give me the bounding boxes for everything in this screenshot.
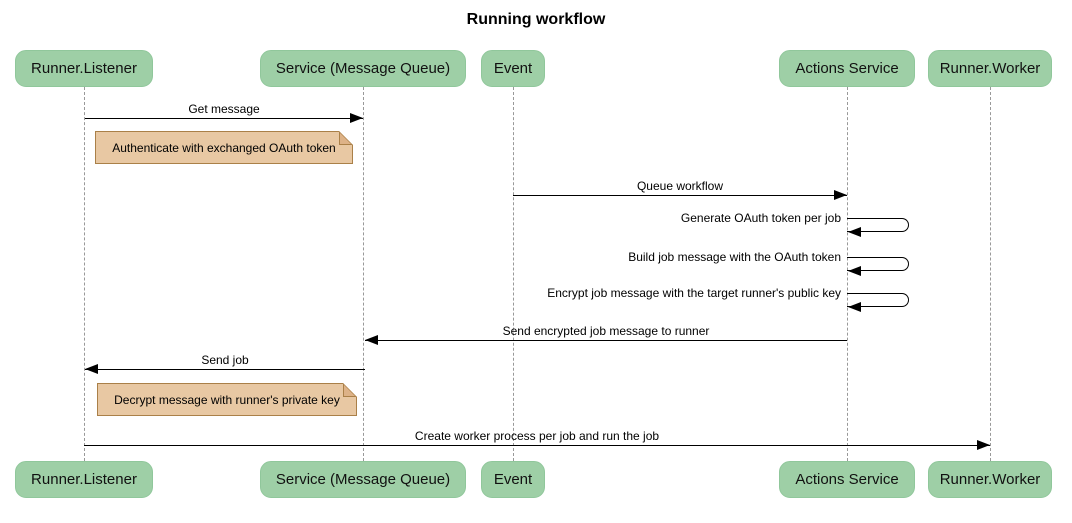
actor-bottom-event: Event bbox=[481, 461, 545, 498]
message-line-create-worker bbox=[84, 445, 990, 446]
actor-top-service-message-queue: Service (Message Queue) bbox=[260, 50, 466, 87]
lifeline-runner-listener bbox=[84, 87, 85, 461]
arrowhead-left-icon bbox=[848, 302, 861, 312]
message-line-queue-workflow bbox=[513, 195, 847, 196]
lifeline-actions-service bbox=[847, 87, 848, 461]
message-line-send-job bbox=[85, 369, 365, 370]
note-fold-fill bbox=[340, 133, 351, 144]
message-line-get-message bbox=[85, 118, 363, 119]
arrowhead-right-icon bbox=[834, 190, 847, 200]
actor-top-runner-worker: Runner.Worker bbox=[928, 50, 1052, 87]
diagram-title: Running workflow bbox=[466, 11, 606, 28]
lifeline-service-message-queue bbox=[363, 87, 364, 461]
arrowhead-left-icon bbox=[848, 227, 861, 237]
note-text: Authenticate with exchanged OAuth token bbox=[112, 140, 336, 155]
arrowhead-left-icon bbox=[848, 266, 861, 276]
note-text: Decrypt message with runner's private ke… bbox=[114, 392, 340, 407]
actor-bottom-runner-listener: Runner.Listener bbox=[15, 461, 153, 498]
lifeline-runner-worker bbox=[990, 87, 991, 461]
note-decrypt-message: Decrypt message with runner's private ke… bbox=[97, 383, 357, 416]
self-loop-build-job-message bbox=[847, 257, 909, 271]
note-fold-fill bbox=[344, 385, 355, 396]
self-loop-encrypt-job-message bbox=[847, 293, 909, 307]
message-label-queue-workflow: Queue workflow bbox=[636, 179, 724, 193]
lifeline-event bbox=[513, 87, 514, 461]
arrowhead-right-icon bbox=[350, 113, 363, 123]
message-label-generate-oauth-token: Generate OAuth token per job bbox=[680, 211, 841, 225]
self-loop-generate-oauth-token bbox=[847, 218, 909, 232]
message-label-get-message: Get message bbox=[188, 102, 260, 116]
actor-bottom-actions-service: Actions Service bbox=[779, 461, 915, 498]
actor-bottom-service-message-queue: Service (Message Queue) bbox=[260, 461, 466, 498]
message-label-send-job: Send job bbox=[201, 353, 249, 367]
actor-top-actions-service: Actions Service bbox=[779, 50, 915, 87]
arrowhead-left-icon bbox=[85, 364, 98, 374]
actor-bottom-runner-worker: Runner.Worker bbox=[928, 461, 1052, 498]
message-label-send-encrypted-job: Send encrypted job message to runner bbox=[502, 324, 710, 338]
message-label-encrypt-job-message: Encrypt job message with the target runn… bbox=[547, 286, 841, 300]
note-authenticate-oauth: Authenticate with exchanged OAuth token bbox=[95, 131, 353, 164]
message-label-build-job-message: Build job message with the OAuth token bbox=[628, 250, 841, 264]
actor-top-event: Event bbox=[481, 50, 545, 87]
arrowhead-left-icon bbox=[365, 335, 378, 345]
message-line-send-encrypted-job bbox=[365, 340, 847, 341]
message-label-create-worker: Create worker process per job and run th… bbox=[414, 429, 660, 443]
arrowhead-right-icon bbox=[977, 440, 990, 450]
actor-top-runner-listener: Runner.Listener bbox=[15, 50, 153, 87]
